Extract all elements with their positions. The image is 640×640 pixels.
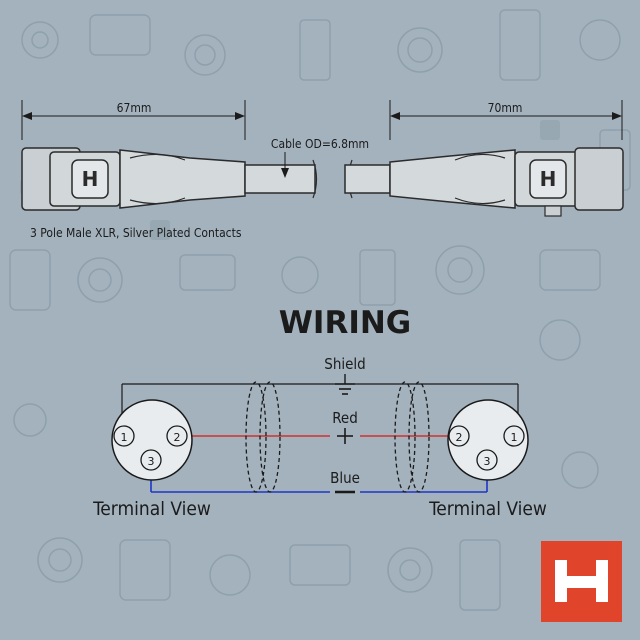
left-pin-3: 3 [148, 455, 155, 468]
svg-text:H: H [82, 167, 99, 191]
plus-icon [337, 428, 353, 444]
red-label: Red [332, 409, 358, 427]
shield-label: Shield [324, 355, 366, 373]
cable-shield-ellipses [245, 381, 430, 493]
blue-label: Blue [330, 469, 360, 487]
left-pin-1: 1 [121, 431, 128, 444]
left-terminal: 1 2 3 [111, 399, 193, 481]
right-xlr-connector: H [344, 147, 624, 217]
left-length-label: 67mm [117, 101, 152, 115]
ground-icon [335, 374, 355, 395]
right-terminal-caption: Terminal View [428, 498, 547, 520]
left-xlr-connector: H [21, 147, 318, 211]
h-logo-icon [555, 560, 608, 602]
right-pin-2: 2 [456, 431, 463, 444]
left-pin-2: 2 [174, 431, 181, 444]
connector-caption: 3 Pole Male XLR, Silver Plated Contacts [30, 226, 242, 240]
brand-logo [541, 541, 622, 622]
right-cable-stub [344, 164, 391, 194]
h-logo-badge-right [529, 159, 567, 199]
right-pin-3: 3 [484, 455, 491, 468]
dimension-right: 70mm [389, 100, 623, 140]
left-terminal-caption: Terminal View [92, 498, 211, 520]
right-length-label: 70mm [488, 101, 523, 115]
cable-od-label: Cable OD=6.8mm [271, 137, 369, 151]
cable-od-annotation: Cable OD=6.8mm [271, 137, 369, 178]
right-pin-1: 1 [511, 431, 518, 444]
h-logo-badge-left [71, 159, 109, 199]
wiring-diagram: Shield Red Blue 1 2 [92, 355, 547, 520]
left-cable-stub [244, 164, 316, 194]
right-terminal: 2 1 3 [447, 399, 529, 481]
dimension-left: 67mm [21, 100, 246, 140]
wiring-title: WIRING [279, 305, 412, 341]
svg-text:H: H [540, 167, 557, 191]
